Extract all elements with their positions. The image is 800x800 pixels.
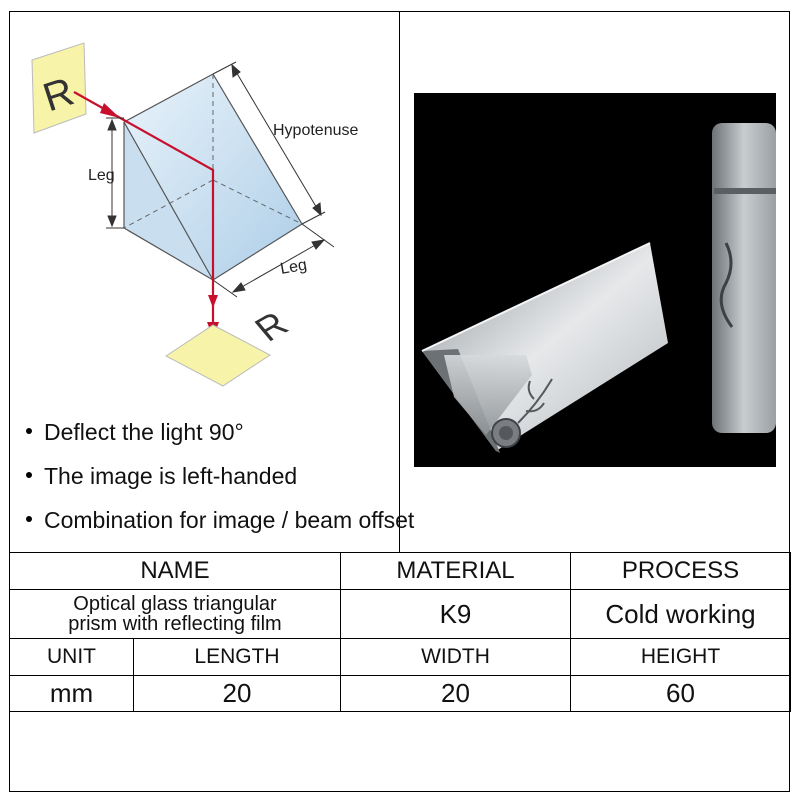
height-value: 60	[570, 675, 791, 712]
feature-item: Combination for image / beam offset	[20, 498, 414, 542]
prism-hidden-edges	[123, 74, 303, 229]
header-name: NAME	[9, 552, 341, 590]
spec-value-row: Optical glass triangular prism with refl…	[9, 589, 791, 639]
product-name-line1: Optical glass triangular	[73, 593, 277, 615]
sticky-note-top	[31, 42, 87, 134]
vertical-divider	[399, 11, 400, 552]
header-material: MATERIAL	[340, 552, 571, 590]
feature-text: The image is left-handed	[44, 463, 298, 489]
beam-arrow-mid	[208, 295, 218, 308]
product-name-line2: prism with reflecting film	[68, 613, 282, 635]
process-value: Cold working	[570, 589, 791, 639]
material-value: K9	[340, 589, 571, 639]
leg-left-label: Leg	[88, 167, 115, 184]
hypotenuse-label: Hypotenuse	[273, 122, 358, 139]
unit-value: mm	[9, 675, 134, 712]
header-unit: UNIT	[9, 638, 134, 676]
width-value: 20	[340, 675, 571, 712]
leg-left-dimension	[106, 117, 124, 229]
spec-table: NAME MATERIAL PROCESS Optical glass tria…	[9, 552, 791, 712]
feature-item: Deflect the light 90°	[20, 410, 414, 454]
feature-text: Combination for image / beam offset	[44, 507, 415, 533]
bullet-icon	[26, 428, 32, 435]
product-name-cell: Optical glass triangular prism with refl…	[9, 589, 341, 639]
prism-diagram: R Leg Hypotenuse	[31, 42, 358, 387]
header-height: HEIGHT	[570, 638, 791, 676]
hypotenuse-dimension	[212, 61, 326, 225]
sticky-note-bottom	[165, 324, 271, 387]
leg-bottom-dimension	[212, 223, 335, 298]
feature-list: Deflect the light 90° The image is left-…	[20, 410, 414, 542]
dimension-value-row: mm 20 20 60	[9, 675, 791, 712]
beam-arrow-in	[100, 103, 120, 118]
product-photo-art	[421, 123, 776, 453]
header-length: LENGTH	[133, 638, 341, 676]
header-width: WIDTH	[340, 638, 571, 676]
dimension-header-row: UNIT LENGTH WIDTH HEIGHT	[9, 638, 791, 676]
product-photo	[414, 93, 776, 467]
r-label-bottom: R	[247, 304, 296, 349]
length-value: 20	[133, 675, 341, 712]
spec-header-row: NAME MATERIAL PROCESS	[9, 552, 791, 590]
bullet-icon	[26, 516, 32, 523]
feature-item: The image is left-handed	[20, 454, 414, 498]
prism-edges	[123, 73, 303, 281]
header-process: PROCESS	[570, 552, 791, 590]
bullet-icon	[26, 472, 32, 479]
feature-text: Deflect the light 90°	[44, 419, 244, 445]
leg-bottom-label: Leg	[279, 257, 308, 278]
